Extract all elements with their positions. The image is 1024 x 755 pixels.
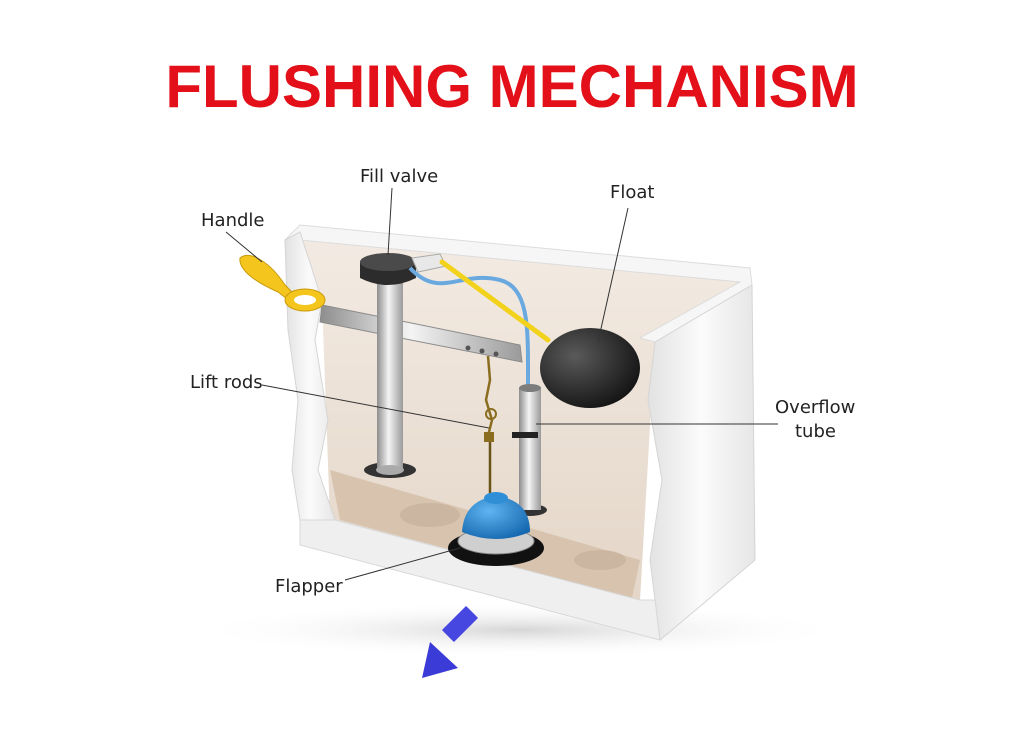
lever-hole <box>479 348 485 354</box>
fill-valve-cap-top <box>360 253 416 271</box>
diagram-title: FLUSHING MECHANISM <box>165 53 859 120</box>
label-overflow-line1: Overflow <box>775 397 855 418</box>
label-overflow-line2: tube <box>795 421 836 442</box>
chain-link <box>485 408 497 420</box>
float-arm <box>439 259 551 343</box>
trip-lever-arm <box>319 304 523 363</box>
fill-valve-column <box>377 278 403 470</box>
leader-flapper <box>344 547 461 581</box>
arrow-down-left-icon <box>422 606 478 678</box>
flapper-top <box>484 492 508 504</box>
flapper-cap <box>462 496 530 539</box>
overflow-tube-top <box>519 384 541 392</box>
label-handle: Handle <box>201 210 264 231</box>
fill-valve-foot <box>376 465 404 475</box>
lever-hole <box>465 345 471 351</box>
label-float: Float <box>610 182 654 203</box>
label-lift-rods: Lift rods <box>190 372 263 393</box>
lever-hole <box>493 351 499 357</box>
overflow-tube <box>519 388 541 510</box>
handle-hole <box>294 295 316 305</box>
label-flapper: Flapper <box>275 576 343 597</box>
floor-shadow <box>574 550 626 570</box>
overflow-clip <box>512 432 538 438</box>
floor-shadow <box>400 503 460 527</box>
refill-tube <box>408 266 531 386</box>
float-ball <box>540 328 640 408</box>
ground-shadow <box>190 602 850 658</box>
leader-handle <box>225 231 263 263</box>
leader-float <box>597 207 629 343</box>
leader-lift-rods <box>261 384 490 429</box>
label-fill-valve: Fill valve <box>360 166 438 187</box>
chain-clip <box>484 432 494 442</box>
lift-chain <box>484 355 494 437</box>
tank-front-wall <box>299 519 661 641</box>
tank-right-wall <box>647 284 756 641</box>
leader-fill-valve <box>387 187 393 256</box>
